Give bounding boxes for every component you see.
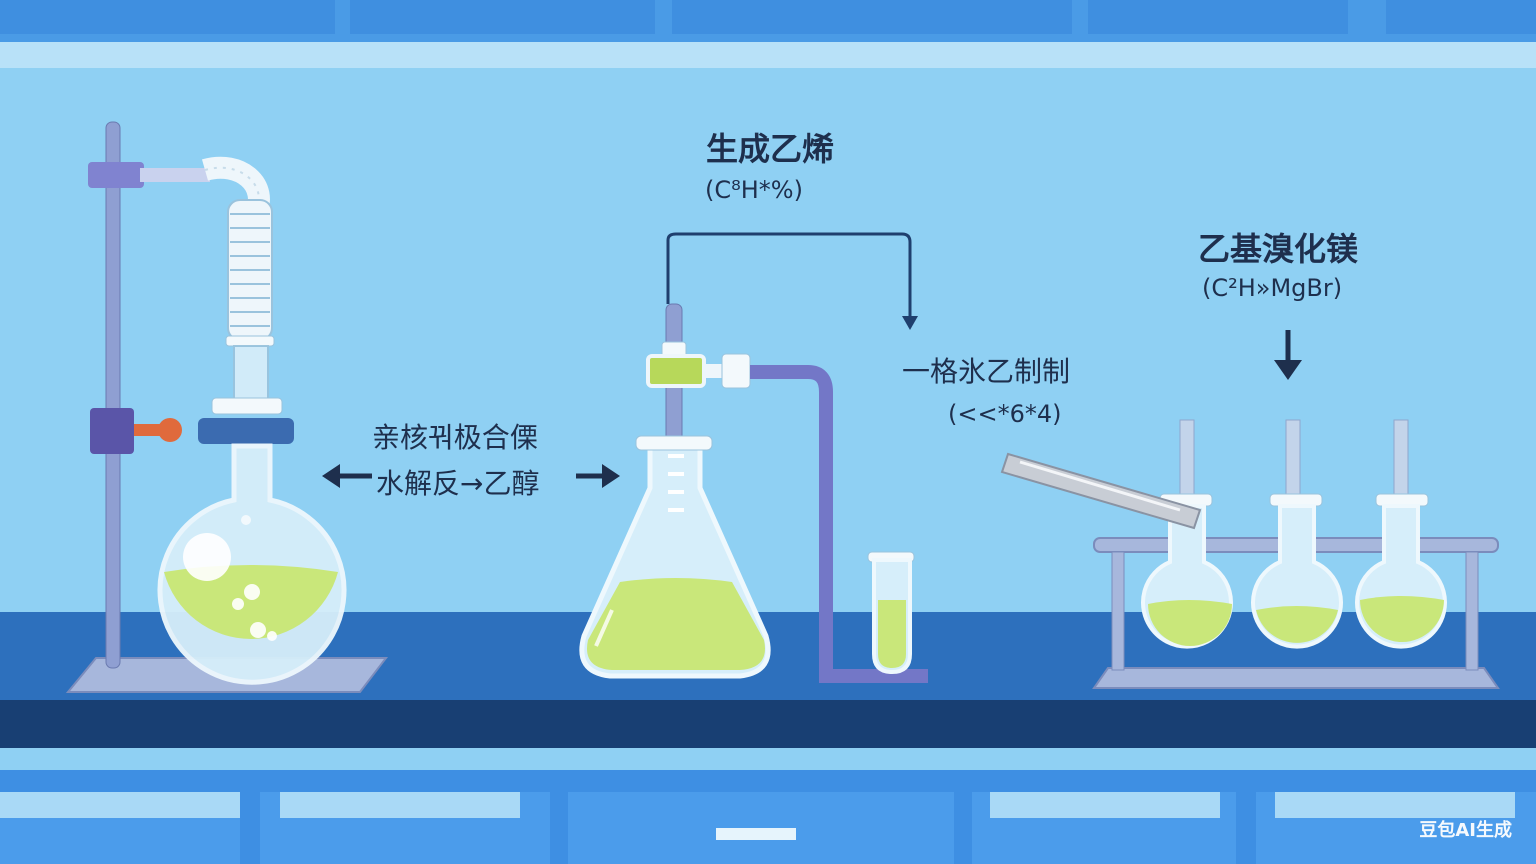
left-line2: 水解反→乙醇 (376, 467, 540, 500)
left-line1: 亲核꿔极合傈 (372, 421, 538, 454)
double-arrow-right-icon (576, 464, 620, 488)
reflux-apparatus (65, 121, 389, 693)
erlenmeyer-apparatus (579, 232, 928, 683)
ethylene-title: 生成乙烯 (706, 130, 835, 168)
ethylene-formula: (C⁸H*%) (705, 176, 803, 204)
rack-flask-3 (1355, 419, 1447, 649)
mid-formula: (<<*6*4) (948, 400, 1062, 428)
watermark: 豆包AI生成 (1419, 820, 1512, 841)
flask-rack (1000, 419, 1500, 689)
glass-rod (1000, 452, 1202, 530)
rack-flask-1 (1141, 419, 1233, 649)
grignard-formula: (C²H»MgBr) (1202, 274, 1343, 302)
mid-title: 一格氷乙制制 (902, 355, 1071, 388)
rack-flask-2 (1251, 419, 1343, 649)
down-arrow-icon (1274, 330, 1302, 380)
upper-cabinets (0, 0, 1536, 68)
double-arrow-left-icon (322, 464, 372, 488)
grignard-title: 乙基溴化镁 (1198, 230, 1359, 268)
drawer-handle (716, 828, 796, 840)
